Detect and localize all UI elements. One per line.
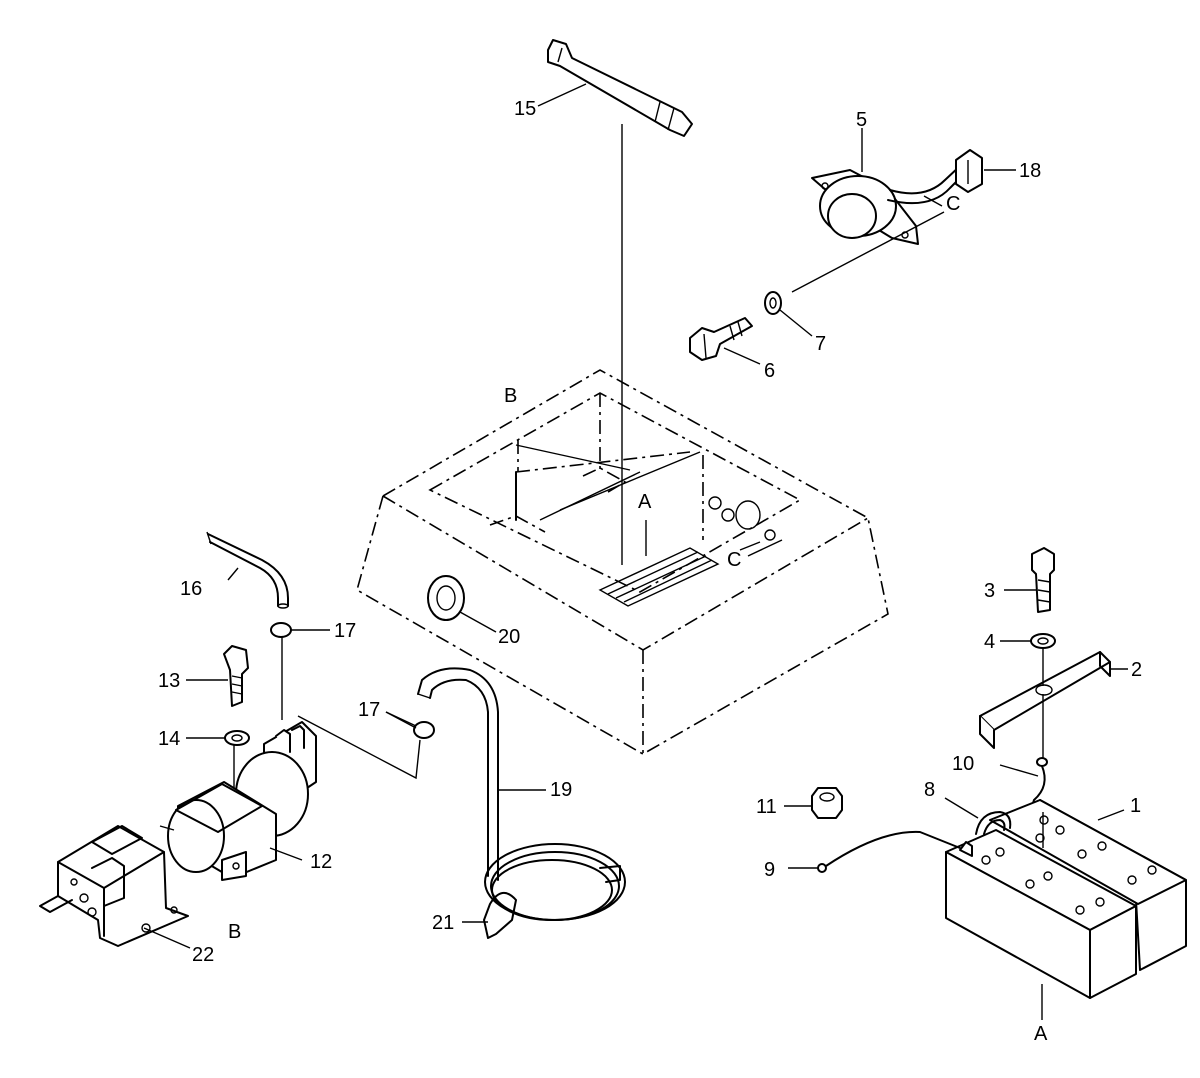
part-14-washer (224, 730, 250, 850)
part-22-bracket (39, 825, 191, 949)
ref-b-box: B (504, 385, 517, 407)
part-9-cable (788, 830, 961, 873)
enclosure-box (356, 369, 889, 755)
ref-c-box: C (727, 549, 741, 571)
part-6-bolt (689, 317, 753, 361)
callout-7: 7 (815, 333, 826, 355)
part-8-jumper (944, 797, 1012, 835)
callout-3: 3 (984, 580, 995, 602)
callout-5: 5 (856, 109, 867, 131)
callout-2: 2 (1131, 659, 1142, 681)
callout-21: 21 (432, 912, 454, 934)
part-20-grommet (427, 575, 497, 633)
ref-a-box: A (638, 491, 652, 513)
callout-4: 4 (984, 631, 995, 653)
callout-6: 6 (764, 360, 775, 382)
callout-17b: 17 (358, 699, 380, 721)
callout-11: 11 (756, 796, 777, 818)
callout-13: 13 (158, 670, 180, 692)
part-1-batteries (945, 799, 1187, 1020)
part-11-nut (784, 787, 843, 819)
part-17-clamp-a (270, 622, 330, 720)
callout-8: 8 (924, 779, 935, 801)
part-19-hose (417, 667, 626, 921)
callout-17a: 17 (334, 620, 356, 642)
ref-c-switch: C (946, 193, 960, 215)
part-5-switch (811, 165, 963, 245)
callout-12: 12 (310, 851, 332, 873)
part-13-bolt (223, 645, 249, 707)
callout-22: 22 (192, 944, 214, 966)
part-21-tie (462, 892, 517, 939)
callout-19: 19 (550, 779, 572, 801)
callout-10: 10 (952, 753, 974, 775)
callout-16: 16 (180, 578, 202, 600)
callout-20: 20 (498, 626, 520, 648)
ref-a-battery: A (1034, 1023, 1048, 1045)
part-4-washer (1000, 633, 1056, 649)
callout-14: 14 (158, 728, 180, 750)
part-12-pump (159, 715, 421, 881)
part-15-rod (547, 39, 693, 565)
part-16-hose (206, 531, 289, 609)
callout-15: 15 (514, 98, 536, 120)
part-3-bolt (1004, 547, 1055, 613)
part-7-washer (764, 291, 782, 315)
callout-18: 18 (1019, 160, 1041, 182)
ref-b-pump: B (228, 921, 241, 943)
callout-1: 1 (1130, 795, 1141, 817)
part-18-connector (955, 149, 983, 193)
callout-9: 9 (764, 859, 775, 881)
part-2-strap (979, 648, 1128, 760)
